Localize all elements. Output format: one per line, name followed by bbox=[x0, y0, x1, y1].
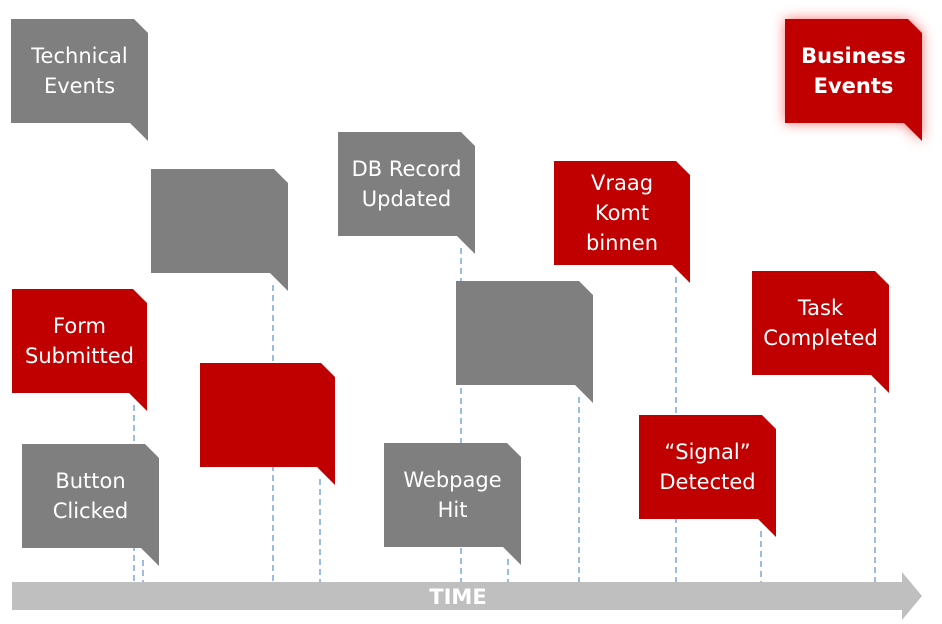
event-db-record-updated-shape bbox=[338, 132, 475, 254]
legend-business-events-label-line-0: Business bbox=[801, 44, 906, 68]
event-unlabeled-gray-1-shape bbox=[151, 169, 288, 291]
event-vraag-komt-binnen-label-line-2: binnen bbox=[586, 231, 658, 255]
event-signal-detected-label-line-1: Detected bbox=[659, 470, 755, 494]
legend-technical-events-shape bbox=[11, 19, 148, 141]
event-unlabeled-red-1 bbox=[200, 363, 335, 485]
time-axis: TIME bbox=[12, 572, 922, 620]
event-callouts: TechnicalEventsBusinessEventsFormSubmitt… bbox=[11, 19, 922, 566]
event-webpage-hit-shape bbox=[384, 443, 521, 565]
legend-business-events-label-line-1: Events bbox=[814, 74, 894, 98]
event-vraag-komt-binnen-label-line-1: Komt bbox=[595, 201, 649, 225]
event-vraag-komt-binnen-label-line-0: Vraag bbox=[591, 171, 653, 195]
event-button-clicked-label-line-1: Clicked bbox=[53, 499, 129, 523]
event-db-record-updated-label-line-1: Updated bbox=[362, 187, 451, 211]
event-vraag-komt-binnen-shape bbox=[554, 161, 690, 283]
event-task-completed-label-line-0: Task bbox=[797, 296, 844, 320]
event-unlabeled-red-1-shape bbox=[200, 363, 335, 485]
event-signal-detected-shape bbox=[639, 415, 776, 537]
event-button-clicked-shape bbox=[22, 444, 159, 566]
event-form-submitted-label-line-1: Submitted bbox=[25, 344, 134, 368]
event-signal-detected-label-line-0: “Signal” bbox=[664, 440, 750, 464]
legend-technical-events-label-line-0: Technical bbox=[30, 44, 127, 68]
event-form-submitted-shape bbox=[12, 289, 147, 411]
legend-technical-events-label-line-1: Events bbox=[44, 74, 115, 98]
time-axis-label: TIME bbox=[429, 585, 486, 609]
event-unlabeled-gray-2-shape bbox=[456, 281, 593, 403]
event-button-clicked-label-line-0: Button bbox=[55, 469, 125, 493]
event-form-submitted-label-line-0: Form bbox=[53, 314, 106, 338]
event-task-completed-shape bbox=[752, 271, 889, 393]
event-webpage-hit-label-line-0: Webpage bbox=[403, 468, 501, 492]
event-unlabeled-gray-2 bbox=[456, 281, 593, 403]
event-unlabeled-gray-1 bbox=[151, 169, 288, 291]
event-task-completed-label-line-1: Completed bbox=[763, 326, 878, 350]
event-webpage-hit-label-line-1: Hit bbox=[438, 498, 468, 522]
event-db-record-updated-label-line-0: DB Record bbox=[352, 157, 462, 181]
event-signal-detected: “Signal” Detected bbox=[639, 415, 776, 537]
time-axis-arrow bbox=[12, 572, 922, 620]
legend-business-events-shape bbox=[785, 19, 922, 141]
